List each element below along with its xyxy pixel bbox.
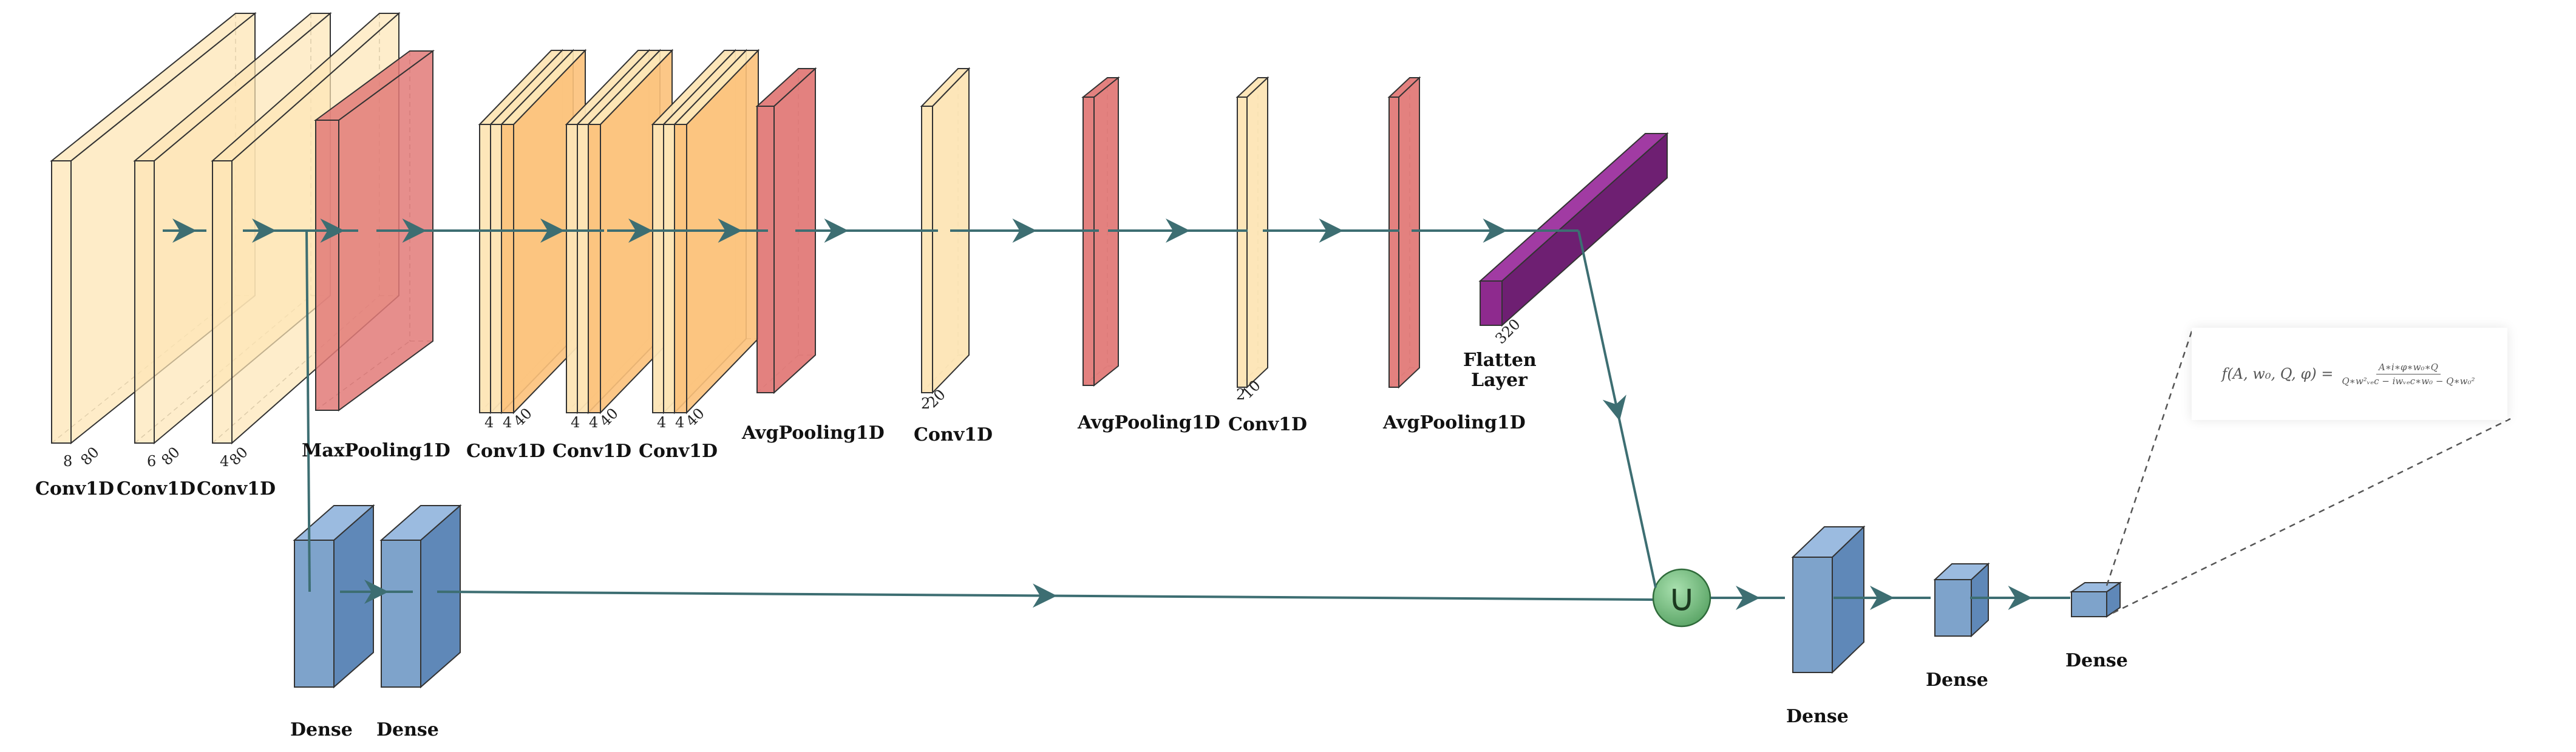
- union-symbol: ∪: [1668, 575, 1695, 620]
- arrow-d2-union-b: [1044, 594, 1653, 601]
- formula-lhs: f(A, w₀, Q, φ) =: [2221, 365, 2334, 382]
- callout-line-bot: [2112, 418, 2511, 614]
- avgpool-block-3: [1387, 76, 1421, 389]
- formula-callout: f(A, w₀, Q, φ) = A∗i∗φ∗w₀∗Q Q∗w²ᵥₑc − iw…: [2192, 328, 2507, 420]
- label-dense1: Dense: [290, 719, 353, 740]
- dim-conv4-a: 4: [484, 414, 494, 431]
- dim-conv1-a: 8: [63, 453, 72, 470]
- label-conv2: Conv1D: [117, 478, 195, 500]
- label-flatten-line2: Layer: [1471, 370, 1528, 391]
- conv-block-8: [1235, 76, 1269, 389]
- dense-block-5: [2069, 581, 2122, 618]
- label-conv7: Conv1D: [914, 424, 993, 445]
- callout-line-top: [2105, 327, 2194, 586]
- label-flatten-line1: Flatten: [1463, 350, 1537, 371]
- dim-conv5-b: 4: [589, 414, 598, 431]
- dim-conv1-b: 80: [77, 444, 102, 469]
- dim-conv5-a: 4: [571, 414, 580, 431]
- arrow-d2-union-a: [437, 583, 1057, 608]
- connection-lines: [163, 218, 2511, 614]
- avgpool-block-2: [1081, 76, 1120, 387]
- label-avgpool1: AvgPooling1D: [741, 422, 885, 444]
- arrow-flat-union-b: [1616, 408, 1657, 588]
- dense-block-3: [1791, 525, 1866, 674]
- label-dense2: Dense: [376, 719, 439, 740]
- formula-fraction: A∗i∗φ∗w₀∗Q Q∗w²ᵥₑc − iwᵥₑc∗w₀ − Q∗w₀²: [2339, 362, 2477, 387]
- label-conv4: Conv1D: [466, 441, 545, 462]
- label-avgpool3: AvgPooling1D: [1382, 412, 1526, 433]
- dense-block-2: [379, 504, 462, 689]
- line-skip-drop: [305, 230, 311, 592]
- dim-conv2-b: 80: [158, 444, 183, 469]
- avgpool-block-1: [755, 67, 817, 395]
- dim-conv6-b: 4: [675, 414, 684, 431]
- dim-conv3-b: 80: [226, 444, 251, 469]
- dim-conv3-a: 4: [220, 453, 229, 470]
- dim-conv4-b: 4: [503, 414, 512, 431]
- label-maxpool: MaxPooling1D: [302, 440, 450, 461]
- flatten-block: [1478, 132, 1669, 327]
- label-conv8: Conv1D: [1228, 414, 1307, 435]
- formula-numerator: A∗i∗φ∗w₀∗Q: [2376, 362, 2441, 374]
- dim-conv7-a: 2: [921, 395, 930, 412]
- conv-block-7: [920, 67, 971, 395]
- label-conv5: Conv1D: [552, 441, 631, 462]
- arrow-flat-union-a: [1577, 230, 1626, 421]
- dense-block-4: [1933, 562, 1990, 638]
- dim-conv6-a: 4: [657, 414, 666, 431]
- label-dense4: Dense: [1926, 669, 1988, 691]
- label-conv3: Conv1D: [197, 478, 276, 500]
- label-dense5: Dense: [2065, 650, 2128, 671]
- label-dense3: Dense: [1786, 706, 1849, 727]
- union-node: ∪: [1652, 568, 1711, 628]
- label-conv6: Conv1D: [639, 441, 718, 462]
- formula-denominator: Q∗w²ᵥₑc − iwᵥₑc∗w₀ − Q∗w₀²: [2342, 375, 2475, 387]
- label-conv1: Conv1D: [35, 478, 114, 500]
- dense-block-1: [293, 504, 375, 689]
- dim-conv2-a: 6: [147, 453, 156, 470]
- layer-blocks: ∪: [50, 12, 2122, 689]
- label-avgpool2: AvgPooling1D: [1077, 412, 1220, 433]
- dim-conv8-a: 2: [1236, 386, 1245, 403]
